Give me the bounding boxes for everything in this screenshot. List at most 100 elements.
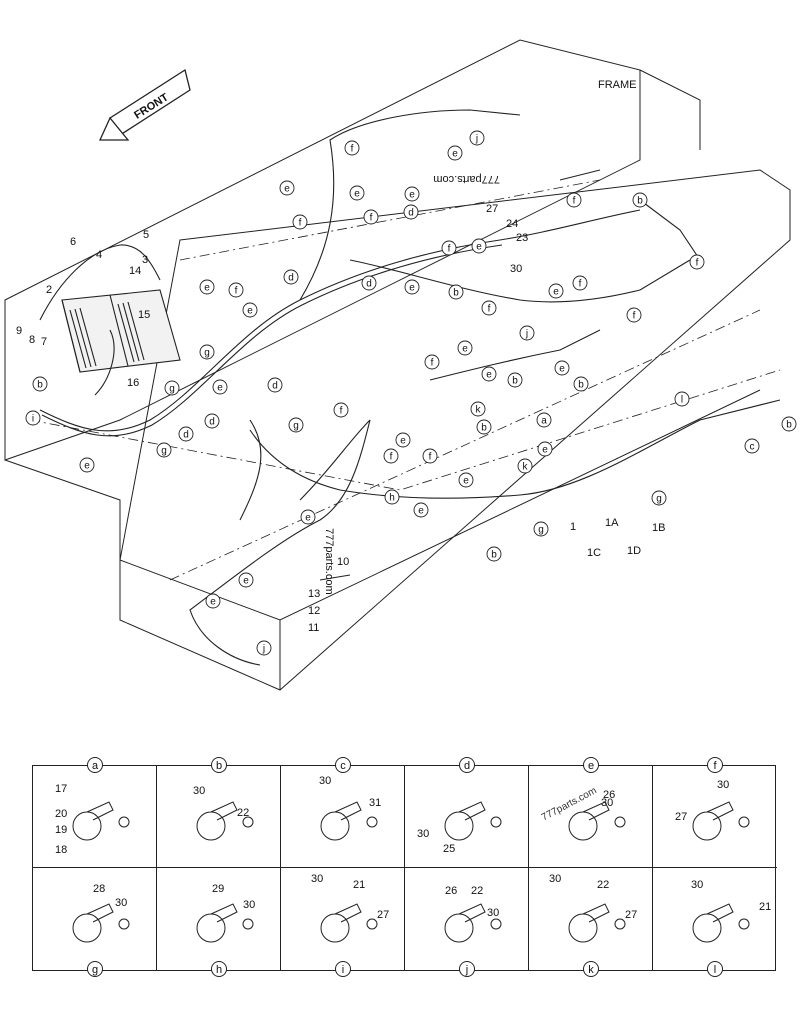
clamp-marker-f [566,192,582,208]
part-number-labels: 1 1A 1B 1C 1D 2 3 4 5 6 7 8 9 10 11 12 1… [16,203,665,634]
clamp-marker-letter: b [637,196,643,207]
part-label-4: 4 [96,249,102,261]
clamp-marker-g [288,417,304,433]
parts-cell-letter-b: b [211,757,227,773]
clamp-marker-g [156,442,172,458]
parts-cell-letter-f: f [707,757,723,773]
clamp-marker-e [458,472,474,488]
clamp-marker-letter: e [400,436,406,447]
clamp-marker-letter: f [579,279,582,290]
clamp-marker-e [212,379,228,395]
part-number: 30 [601,797,613,809]
part-label-2: 2 [46,284,52,296]
part-number: 26 [445,885,457,897]
part-number: 26 [603,789,615,801]
clamp-marker-f [333,402,349,418]
clamp-marker-letter: g [161,446,167,457]
clamp-marker-d [267,377,283,393]
clamp-marker-f [344,140,360,156]
part-number: 21 [759,901,771,913]
parts-cell-letter-d: d [459,757,475,773]
clamp-marker-g [533,521,549,537]
clamp-marker-letter: e [409,283,415,294]
clamp-marker-letter: a [541,416,547,427]
part-number: 22 [471,885,483,897]
frame-label: FRAME [598,79,637,91]
clamp-marker-f [572,275,588,291]
clamp-marker-b [32,376,48,392]
clamp-marker-e [205,593,221,609]
part-number: 19 [55,824,67,836]
clamp-marker-letter: f [351,144,354,155]
clamp-marker-letter: b [453,288,459,299]
clamp-marker-letter: d [272,381,278,392]
clamp-marker-letter: e [210,597,216,608]
clamp-marker-k [470,401,486,417]
part-label-13: 13 [308,588,320,600]
clamp-marker-e [457,340,473,356]
clamp-marker-letter: g [656,494,662,505]
clamp-marker-letter: g [169,384,175,395]
part-label-23: 23 [516,232,528,244]
clamp-marker-letter: e [305,513,311,524]
clamp-marker-g [199,344,215,360]
parts-cell-letter-k: k [583,961,599,977]
part-number: 22 [237,807,249,819]
clamp-marker-letter: b [491,550,497,561]
part-number: 30 [549,873,561,885]
clamp-marker-j [519,325,535,341]
clamp-sketch [196,903,254,943]
clamp-marker-letter: i [32,414,34,425]
clamp-marker-e [79,457,95,473]
clamp-marker-letter: f [573,196,576,207]
part-number: 28 [93,883,105,895]
wiring-harness-diagram: FRAME FRONT 777parts.com 777parts.com 1 … [4,39,797,691]
part-number: 27 [377,909,389,921]
clamp-marker-e [404,279,420,295]
clamp-marker-letter: b [37,380,43,391]
part-number: 30 [193,785,205,797]
clamp-marker-letter: e [463,476,469,487]
clamp-marker-d [178,426,194,442]
part-label-10: 10 [337,556,349,568]
clamp-marker-h [384,489,400,505]
parts-cell-b: 30 22 b [157,757,281,868]
part-number: 22 [597,879,609,891]
part-label-14: 14 [129,265,141,277]
clamp-marker-e [471,238,487,254]
part-number: 21 [353,879,365,891]
clamp-marker-l [674,391,690,407]
clamp-marker-letter: f [431,358,434,369]
parts-cell-letter-h: h [211,961,227,977]
parts-cell-j: 26 22 30 j [405,868,529,977]
clamp-marker-e [199,279,215,295]
clamp-marker-g [164,380,180,396]
clamp-marker-d [204,413,220,429]
part-number: 30 [717,779,729,791]
clamp-marker-f [383,448,399,464]
parts-cell-letter-j: j [459,961,475,977]
clamp-marker-letter: f [488,304,491,315]
clamp-marker-letter: d [209,417,215,428]
clamp-marker-letter: g [293,421,299,432]
part-number: 30 [487,907,499,919]
clamp-sketch [72,903,130,943]
clamp-marker-letter: e [217,383,223,394]
clamp-marker-b [486,546,502,562]
clamp-marker-letter: e [84,461,90,472]
part-label-6: 6 [70,236,76,248]
clamp-marker-e [537,441,553,457]
clamp-marker-e [447,145,463,161]
clamp-marker-e [349,185,365,201]
part-label-1b: 1B [652,522,665,534]
clamp-marker-letter: e [542,445,548,456]
part-label-16: 16 [127,377,139,389]
clamp-marker-e [548,283,564,299]
clamp-sketch [444,903,502,943]
part-number: 30 [311,873,323,885]
